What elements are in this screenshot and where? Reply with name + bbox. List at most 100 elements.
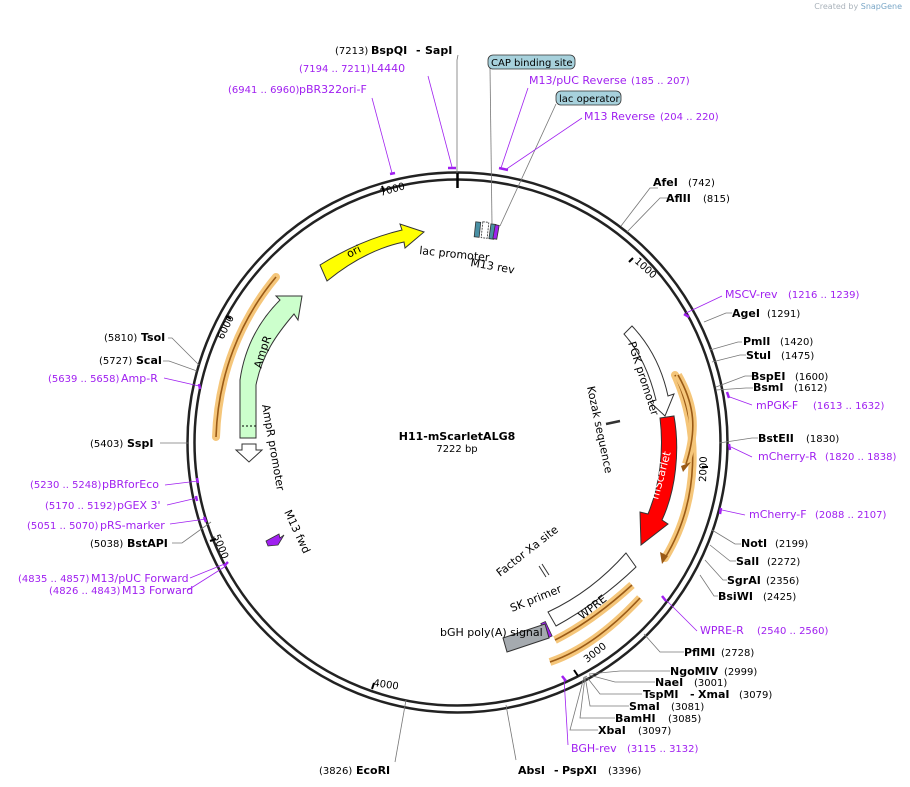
site-name-pmli[interactable]: PmlI [743,335,770,348]
feature-factor-xa-site-a[interactable] [538,565,547,578]
primer-name-pbr322ori-f[interactable]: pBR322ori-F [299,83,367,96]
feature-wpre[interactable] [547,552,637,627]
site-pos-stui: (1475) [781,351,814,362]
site-pos-tsoi: (5810) [104,333,137,344]
site-name-bspei[interactable]: BspEI [751,370,785,383]
site-name-agei[interactable]: AgeI [732,307,760,320]
site-pos-bsmi: (1612) [794,383,827,394]
site-pos-sgrai: (2356) [766,576,799,587]
feature-m13-rev[interactable] [492,224,500,240]
cap-binding-site-box[interactable] [487,54,576,70]
site-name-sali[interactable]: SalI [736,555,759,568]
primer-name-m13-puc-forward[interactable]: M13/pUC Forward [91,572,189,585]
site-name-noti[interactable]: NotI [741,537,767,550]
site-name-ngomiv[interactable]: NgoMIV [670,665,719,678]
site-pos-sali: (2272) [767,557,800,568]
feature-ampr-promoter[interactable] [234,443,264,463]
site-name-xbai[interactable]: XbaI [598,724,626,737]
feature-pgk-promoter[interactable] [623,325,675,417]
feature-mscarlet[interactable] [639,415,678,546]
primer-name-m13-forward[interactable]: M13 Forward [122,584,193,597]
site-pos-aflii: (815) [703,194,730,205]
site-pos-pflmi: (2728) [721,648,754,659]
site-name-bsmi[interactable]: BsmI [753,381,784,394]
site-pos-bsteii: (1830) [806,434,839,445]
primer-name-l4440[interactable]: L4440 [371,62,405,75]
credit-prefix: Created by [814,2,859,11]
site-name-tspmi[interactable]: TspMI [643,688,679,701]
orf-arrow-mscarlet-inner [677,374,694,465]
site-name-bspqi[interactable]: BspQI [371,44,407,57]
feature-kozak-label: Kozak sequence [584,385,615,475]
primer-name-m13-reverse[interactable]: M13 Reverse [584,110,655,123]
feature-m13-fwd[interactable] [265,533,285,547]
primer-name-mcherry-r[interactable]: mCherry-R [758,450,817,463]
site-name-smai[interactable]: SmaI [629,700,660,713]
site-name-bsiwi[interactable]: BsiWI [718,590,753,603]
primer-connectors [163,75,753,746]
site-connectors [160,54,758,763]
tick-label-4000: 4000 [373,678,400,692]
feature-ori-label: ori [344,242,363,260]
site-pos-sspi: (5403) [90,439,123,450]
primer-name-pbrforeco[interactable]: pBRforEco [102,478,159,491]
site-pos-bamhi: (3085) [668,714,701,725]
site-name-bstapi[interactable]: BstAPI [127,537,168,550]
tick-label-2000: 2000 [698,456,710,482]
primer-pos-m13-reverse: (204 .. 220) [660,112,719,123]
primer-pos-bgh-rev: (3115 .. 3132) [627,744,699,755]
site-pos-agei: (1291) [767,309,800,320]
orf-arrowhead-2 [660,552,668,564]
site-name-pspxi[interactable]: PspXI [562,764,597,777]
site-name-bsteii[interactable]: BstEII [758,432,794,445]
primer-name-bgh-rev[interactable]: BGH-rev [571,742,617,755]
site-pos-bstapi: (5038) [90,539,123,550]
site-name-aflii[interactable]: AflII [666,192,691,205]
lac-operator-box[interactable] [555,90,622,106]
primer-name-wpre-r[interactable]: WPRE-R [700,624,744,637]
site-dash-sapi: - [416,44,421,57]
site-pos-scai: (5727) [99,356,132,367]
site-name-sspi[interactable]: SspI [127,437,153,450]
site-name-pflmi[interactable]: PflMI [684,646,715,659]
primer-name-m13-puc-reverse[interactable]: M13/pUC Reverse [529,74,627,87]
site-pos-xbai: (3097) [638,726,671,737]
site-name-sapi[interactable]: SapI [425,44,452,57]
primer-name-amp-r[interactable]: Amp-R [121,372,158,385]
feature-lac-promoter[interactable] [480,221,490,239]
primer-name-prs-marker[interactable]: pRS-marker [100,519,165,532]
primer-pos-pbr322ori-f: (6941 .. 6960) [228,85,300,96]
snapgene-brand: SnapGene [860,2,902,11]
site-name-stui[interactable]: StuI [746,349,771,362]
feature-bgh-polya-label: bGH poly(A) signal [440,626,543,639]
site-name-bamhi[interactable]: BamHI [615,712,656,725]
feature-m13-rev-label: M13 rev [469,256,516,277]
site-name-xmai[interactable]: XmaI [698,688,729,701]
feature-factor-xa-label: Factor Xa site [494,523,561,579]
orf-arrow-wpre-2 [549,597,641,663]
site-name-ecori[interactable]: EcoRI [356,764,390,777]
site-name-absi[interactable]: AbsI [518,764,545,777]
site-name-afei[interactable]: AfeI [653,176,678,189]
primer-pos-pbrforeco: (5230 .. 5248) [30,480,102,491]
site-pos-bspei: (1600) [795,372,828,383]
primer-name-pgex-3[interactable]: pGEX 3' [117,499,161,512]
site-name-naei[interactable]: NaeI [655,676,683,689]
primer-name-mscv-rev[interactable]: MSCV-rev [725,288,778,301]
primer-name-mcherry-f[interactable]: mCherry-F [749,508,807,521]
site-name-sgrai[interactable]: SgrAI [727,574,761,587]
feature-ori[interactable] [319,223,426,282]
feature-bgh-polya-signal[interactable] [502,623,550,653]
primer-name-mpgk-f[interactable]: mPGK-F [756,399,798,412]
primer-marks [194,166,732,682]
site-pos-naei: (3001) [694,678,727,689]
primer-pos-wpre-r: (2540 .. 2560) [757,626,829,637]
primer-pos-pgex-3: (5170 .. 5192) [45,501,117,512]
feature-ampr[interactable] [239,295,303,439]
feature-kozak-sequence[interactable] [605,419,621,426]
site-pos-ecori: (3826) [319,766,352,777]
site-pos-ngomiv: (2999) [724,667,757,678]
site-name-tsoi[interactable]: TsoI [141,331,165,344]
feature-cap-binding-site[interactable] [473,221,482,238]
site-name-scai[interactable]: ScaI [136,354,162,367]
